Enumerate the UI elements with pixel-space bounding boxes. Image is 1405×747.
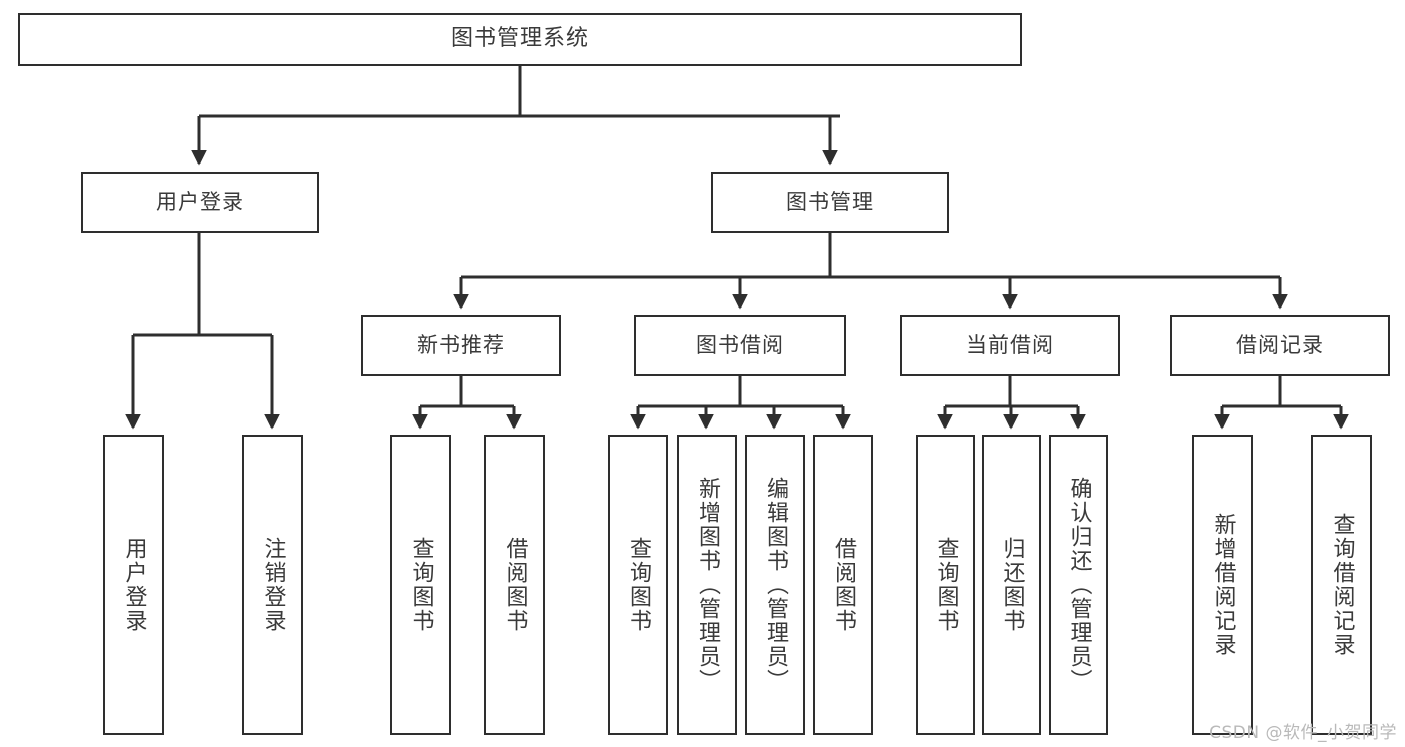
node-label: 查询图书 xyxy=(408,537,434,633)
node-label: 新增图书（管理员） xyxy=(694,477,720,693)
node-new-book-recommend[interactable]: 新书推荐 xyxy=(361,315,561,376)
leaf-search-book-borrow[interactable]: 查询图书 xyxy=(608,435,668,735)
node-label: 查询图书 xyxy=(933,537,959,633)
leaf-edit-book-admin[interactable]: 编辑图书（管理员） xyxy=(745,435,805,735)
node-label: 用户登录 xyxy=(156,189,244,214)
leaf-return-book[interactable]: 归还图书 xyxy=(982,435,1041,735)
node-label: 注销登录 xyxy=(260,537,286,633)
leaf-search-book-current[interactable]: 查询图书 xyxy=(916,435,975,735)
node-book-management[interactable]: 图书管理 xyxy=(711,172,949,233)
leaf-confirm-return-admin[interactable]: 确认归还（管理员） xyxy=(1049,435,1108,735)
leaf-borrow-book-recommend[interactable]: 借阅图书 xyxy=(484,435,545,735)
node-label: 图书借阅 xyxy=(696,332,784,357)
watermark: CSDN @软件_小贺同学 xyxy=(1209,723,1397,743)
node-label: 查询图书 xyxy=(625,537,651,633)
leaf-add-borrow-record[interactable]: 新增借阅记录 xyxy=(1192,435,1253,735)
node-label: 借阅记录 xyxy=(1236,332,1324,357)
node-current-borrow[interactable]: 当前借阅 xyxy=(900,315,1120,376)
node-label: 编辑图书（管理员） xyxy=(762,477,788,693)
node-label: 当前借阅 xyxy=(966,332,1054,357)
leaf-search-book-recommend[interactable]: 查询图书 xyxy=(390,435,451,735)
node-label: 新增借阅记录 xyxy=(1210,513,1236,657)
node-label: 图书管理 xyxy=(786,189,874,214)
node-user-login[interactable]: 用户登录 xyxy=(81,172,319,233)
node-label: 用户登录 xyxy=(121,537,147,633)
node-label: 图书管理系统 xyxy=(450,26,589,52)
leaf-add-book-admin[interactable]: 新增图书（管理员） xyxy=(677,435,737,735)
node-book-borrow[interactable]: 图书借阅 xyxy=(634,315,846,376)
leaf-borrow-book[interactable]: 借阅图书 xyxy=(813,435,873,735)
node-label: 归还图书 xyxy=(999,537,1025,633)
node-label: 新书推荐 xyxy=(417,332,505,357)
leaf-search-borrow-record[interactable]: 查询借阅记录 xyxy=(1311,435,1372,735)
node-borrow-record[interactable]: 借阅记录 xyxy=(1170,315,1390,376)
node-label: 借阅图书 xyxy=(502,537,528,633)
node-label: 确认归还（管理员） xyxy=(1066,477,1092,693)
node-root-book-management-system[interactable]: 图书管理系统 xyxy=(18,13,1022,66)
leaf-user-logout[interactable]: 注销登录 xyxy=(242,435,303,735)
node-label: 查询借阅记录 xyxy=(1329,513,1355,657)
node-label: 借阅图书 xyxy=(830,537,856,633)
leaf-user-login[interactable]: 用户登录 xyxy=(103,435,164,735)
